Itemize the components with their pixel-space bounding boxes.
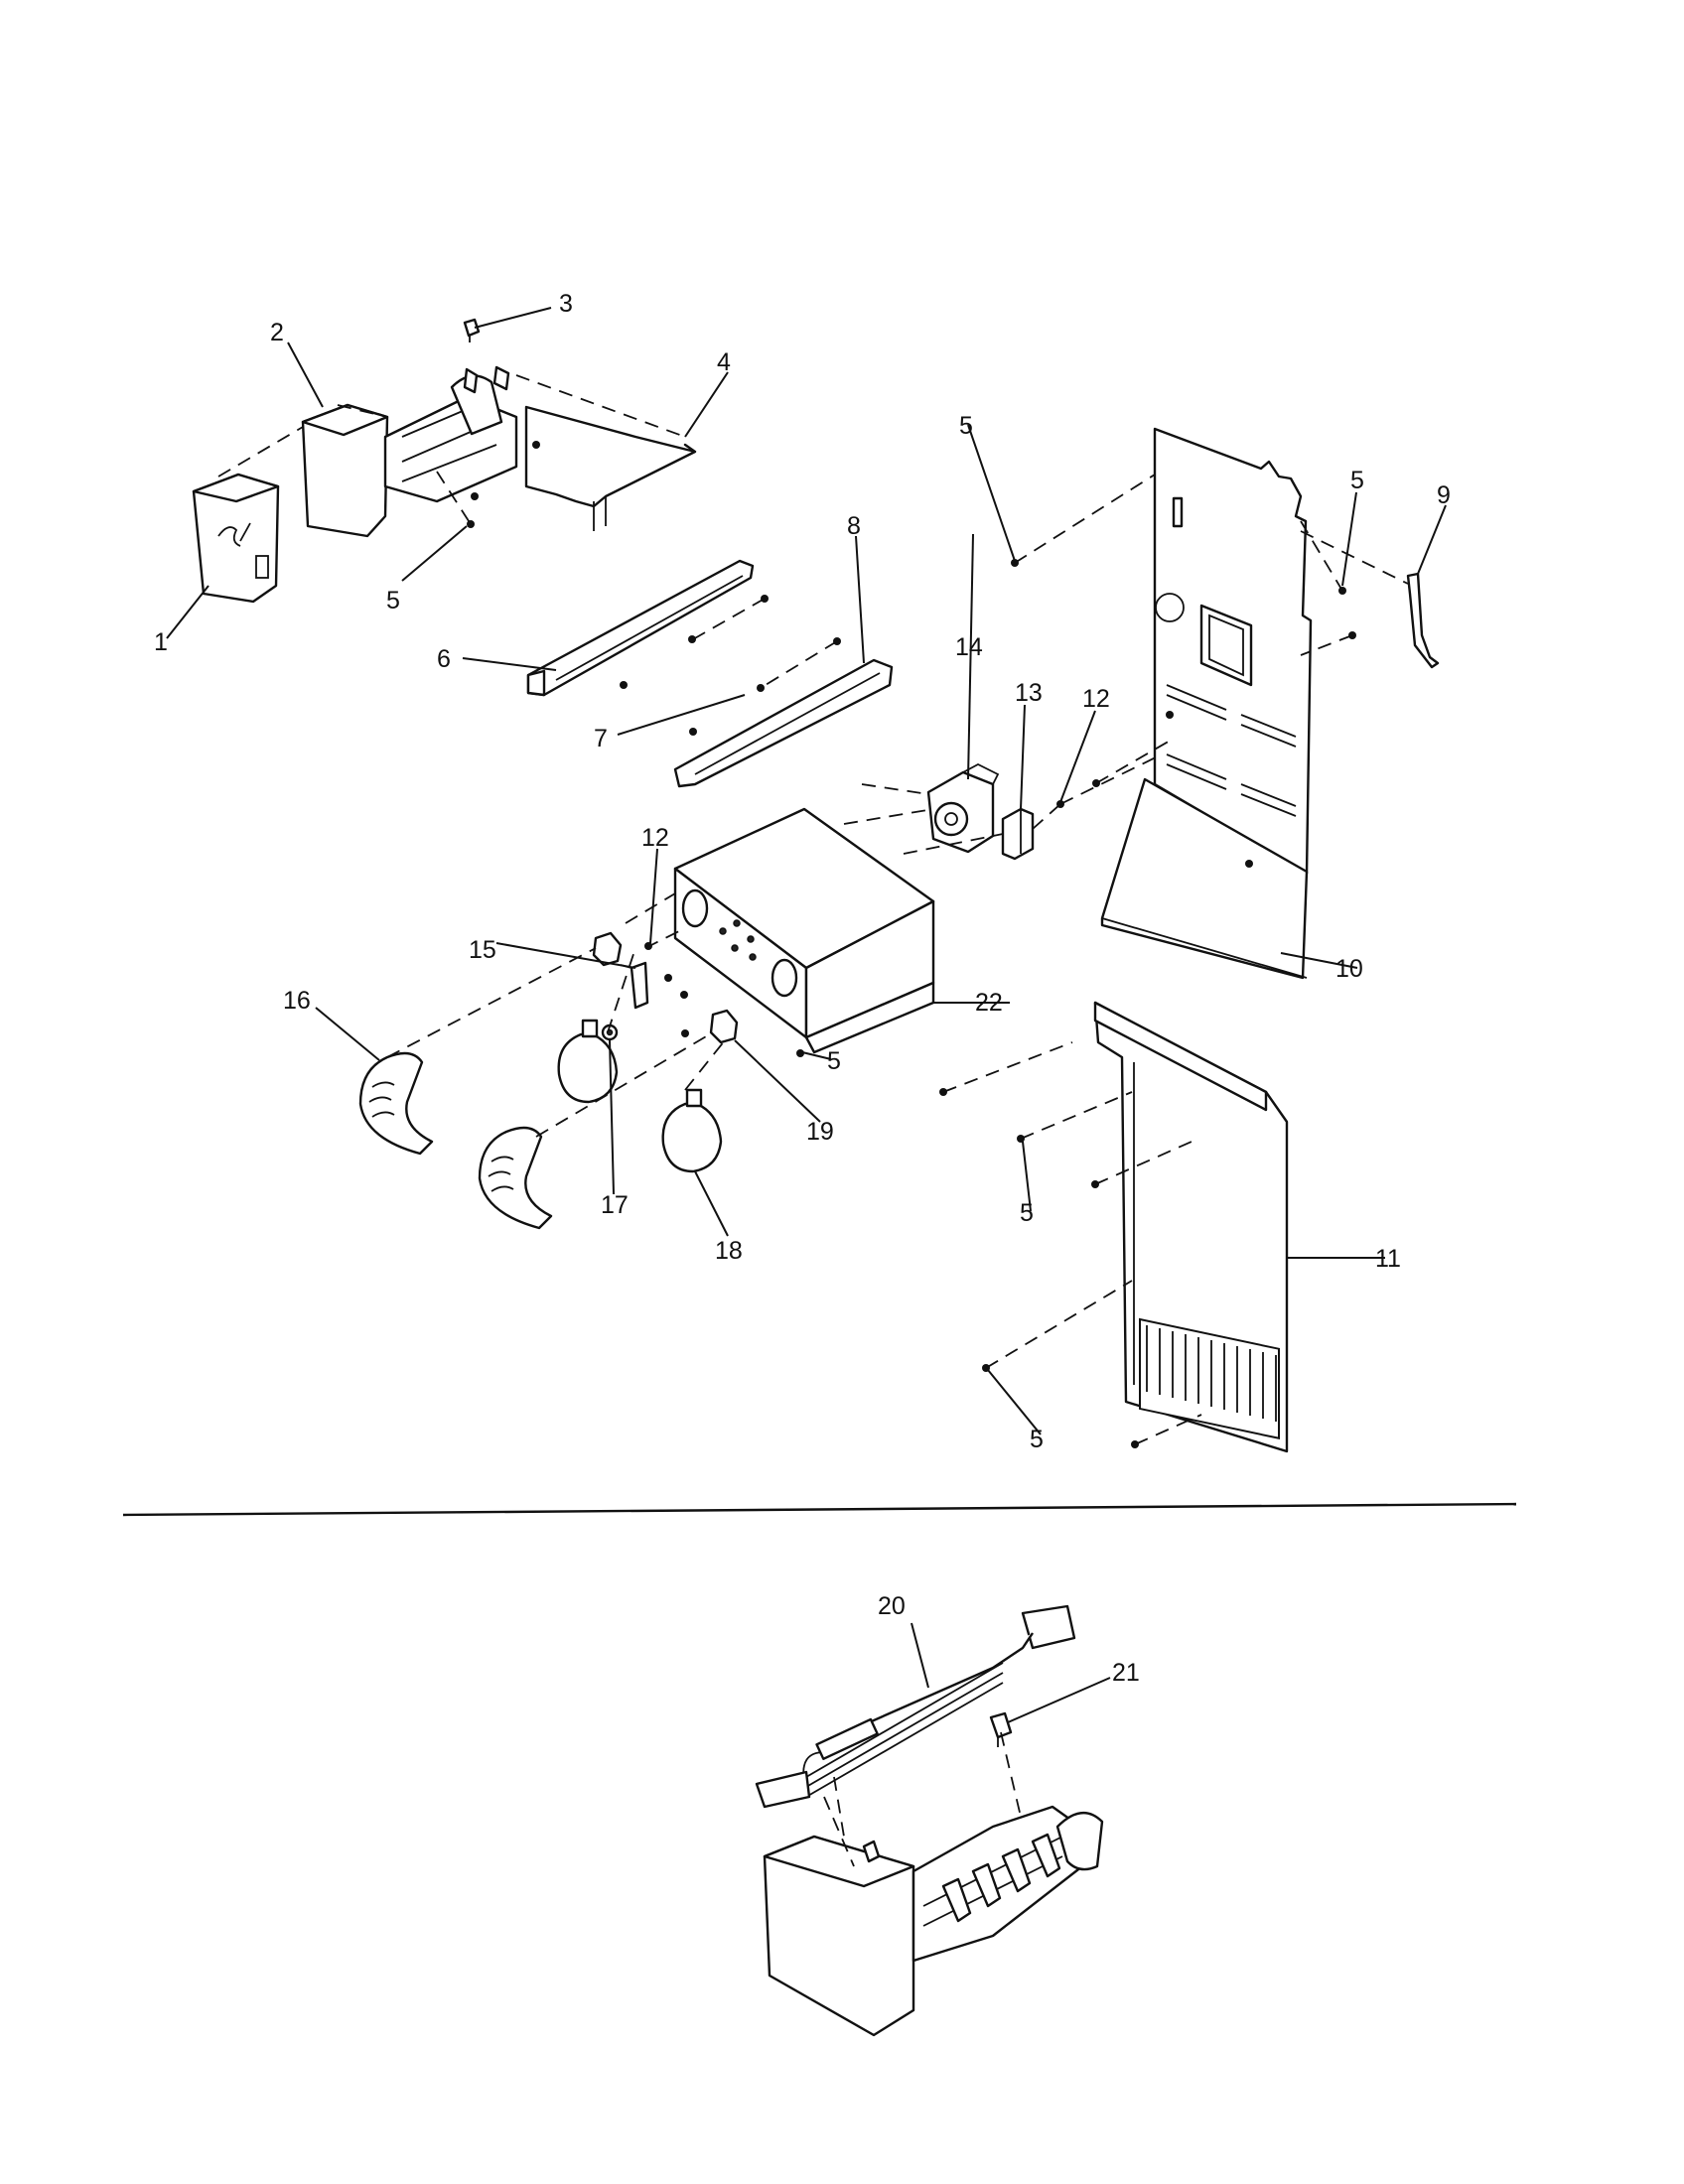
clip-part-3 (463, 318, 481, 342)
callout-20: 20 (878, 1592, 906, 1620)
light-bulb-part-18 (661, 1088, 723, 1173)
ice-maker-assembly (301, 365, 518, 538)
motor-part-14 (926, 762, 1000, 854)
callout-5-b: 5 (959, 412, 973, 440)
callout-15: 15 (469, 936, 496, 964)
callout-17: 17 (601, 1191, 629, 1219)
callout-5-e: 5 (1020, 1199, 1034, 1227)
callout-5-f: 5 (1030, 1426, 1044, 1453)
clip-part-21 (989, 1711, 1013, 1747)
callout-22: 22 (975, 989, 1003, 1017)
actuator-paddle-part-16 (358, 1051, 434, 1156)
back-panel-part-10 (1100, 427, 1313, 980)
assembly-dash-lines (217, 374, 1409, 1445)
callout-9: 9 (1437, 481, 1451, 509)
ice-maker-front-cover (192, 473, 280, 604)
leader-lines (166, 307, 1447, 1435)
callout-5-d: 5 (827, 1047, 841, 1075)
callout-7: 7 (594, 725, 608, 752)
callout-10: 10 (1335, 955, 1363, 983)
callout-1: 1 (154, 628, 168, 656)
callout-14: 14 (955, 633, 983, 661)
switch-part-13 (1001, 807, 1035, 861)
callout-5-a: 5 (386, 587, 400, 614)
callout-8: 8 (847, 512, 861, 540)
light-bulb-upper (557, 1019, 619, 1104)
assembly-dash-lines-bottom (823, 1731, 1022, 1867)
rail-part-6 (526, 559, 755, 697)
leader-lines-bottom (911, 1622, 1111, 1723)
dispenser-housing (673, 807, 935, 1054)
ice-maker-complete (763, 1805, 1104, 2037)
lower-panel-part-11 (1093, 1001, 1289, 1453)
callout-4: 4 (717, 348, 731, 376)
callout-16: 16 (283, 987, 311, 1015)
bracket-part-15 (620, 961, 649, 1010)
callout-2: 2 (270, 319, 284, 346)
callout-6: 6 (437, 645, 451, 673)
rail-part-8 (673, 658, 894, 788)
callout-12-b: 12 (641, 824, 669, 852)
section-divider (122, 1502, 1517, 1517)
bracket-part-9 (1406, 572, 1440, 669)
callout-3: 3 (559, 290, 573, 318)
callout-12-a: 12 (1082, 685, 1110, 713)
tray-sheet (524, 405, 697, 531)
callout-18: 18 (715, 1237, 743, 1265)
actuator-paddle-lower (478, 1126, 553, 1230)
callout-19: 19 (806, 1118, 834, 1146)
callout-21: 21 (1112, 1659, 1140, 1687)
lamp-socket-part-19 (709, 1009, 739, 1044)
lamp-socket-upper (592, 931, 623, 967)
callout-13: 13 (1015, 679, 1043, 707)
callout-11: 11 (1375, 1245, 1401, 1273)
callout-5-c: 5 (1350, 467, 1364, 494)
callout-labels: 1 2 3 4 5 5 5 5 5 5 6 7 8 9 10 11 12 12 … (154, 290, 1451, 1687)
